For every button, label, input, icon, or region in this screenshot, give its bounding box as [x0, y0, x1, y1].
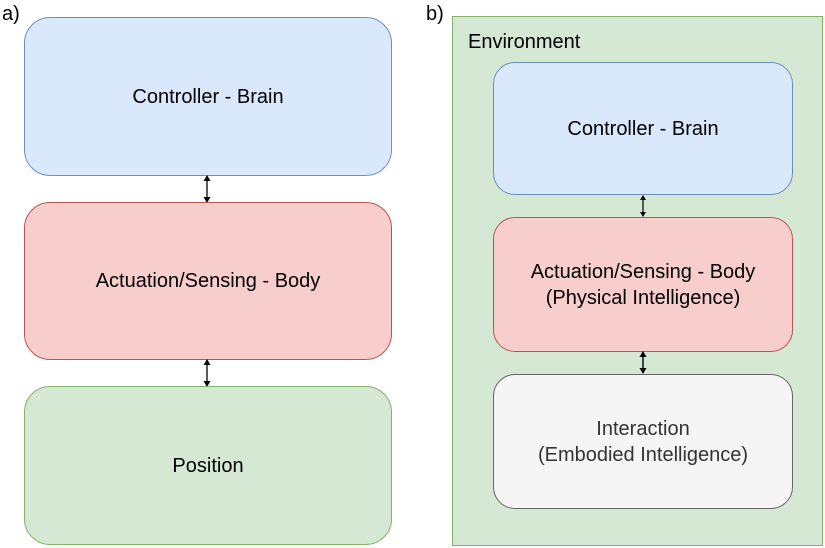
panel-a-arrow-body-position: [203, 359, 211, 387]
panel-b-arrow-controller-body: [640, 195, 646, 217]
panel-a-label: a): [2, 3, 20, 25]
panel-b-controller-box: Controller - Brain: [493, 62, 793, 195]
panel-b-interaction-label-line2: (Embodied Intelligence): [537, 443, 749, 466]
panel-b-interaction-label-line1: Interaction: [596, 417, 690, 440]
panel-a-arrow-controller-body: [203, 175, 211, 203]
panel-a-controller-label: Controller - Brain: [132, 85, 284, 108]
panel-a-controller-box: Controller - Brain: [24, 17, 392, 176]
panel-b-arrow-body-interaction: [639, 351, 647, 374]
panel-b-interaction-box: Interaction (Embodied Intelligence): [493, 374, 793, 509]
panel-b-body-label-line2: (Physical Intelligence): [545, 286, 741, 309]
panel-b-controller-label: Controller - Brain: [567, 117, 719, 140]
panel-b-body-box: Actuation/Sensing - Body (Physical Intel…: [493, 217, 793, 352]
panel-b-label: b): [426, 3, 444, 25]
panel-a-position-label: Position: [172, 454, 244, 477]
panel-a-body-label: Actuation/Sensing - Body: [95, 270, 321, 292]
panel-a-body-box: Actuation/Sensing - Body: [24, 202, 392, 360]
environment-label: Environment: [468, 31, 581, 53]
panel-a-position-box: Position: [24, 386, 392, 545]
panel-b-body-label-line1: Actuation/Sensing - Body: [530, 260, 756, 283]
